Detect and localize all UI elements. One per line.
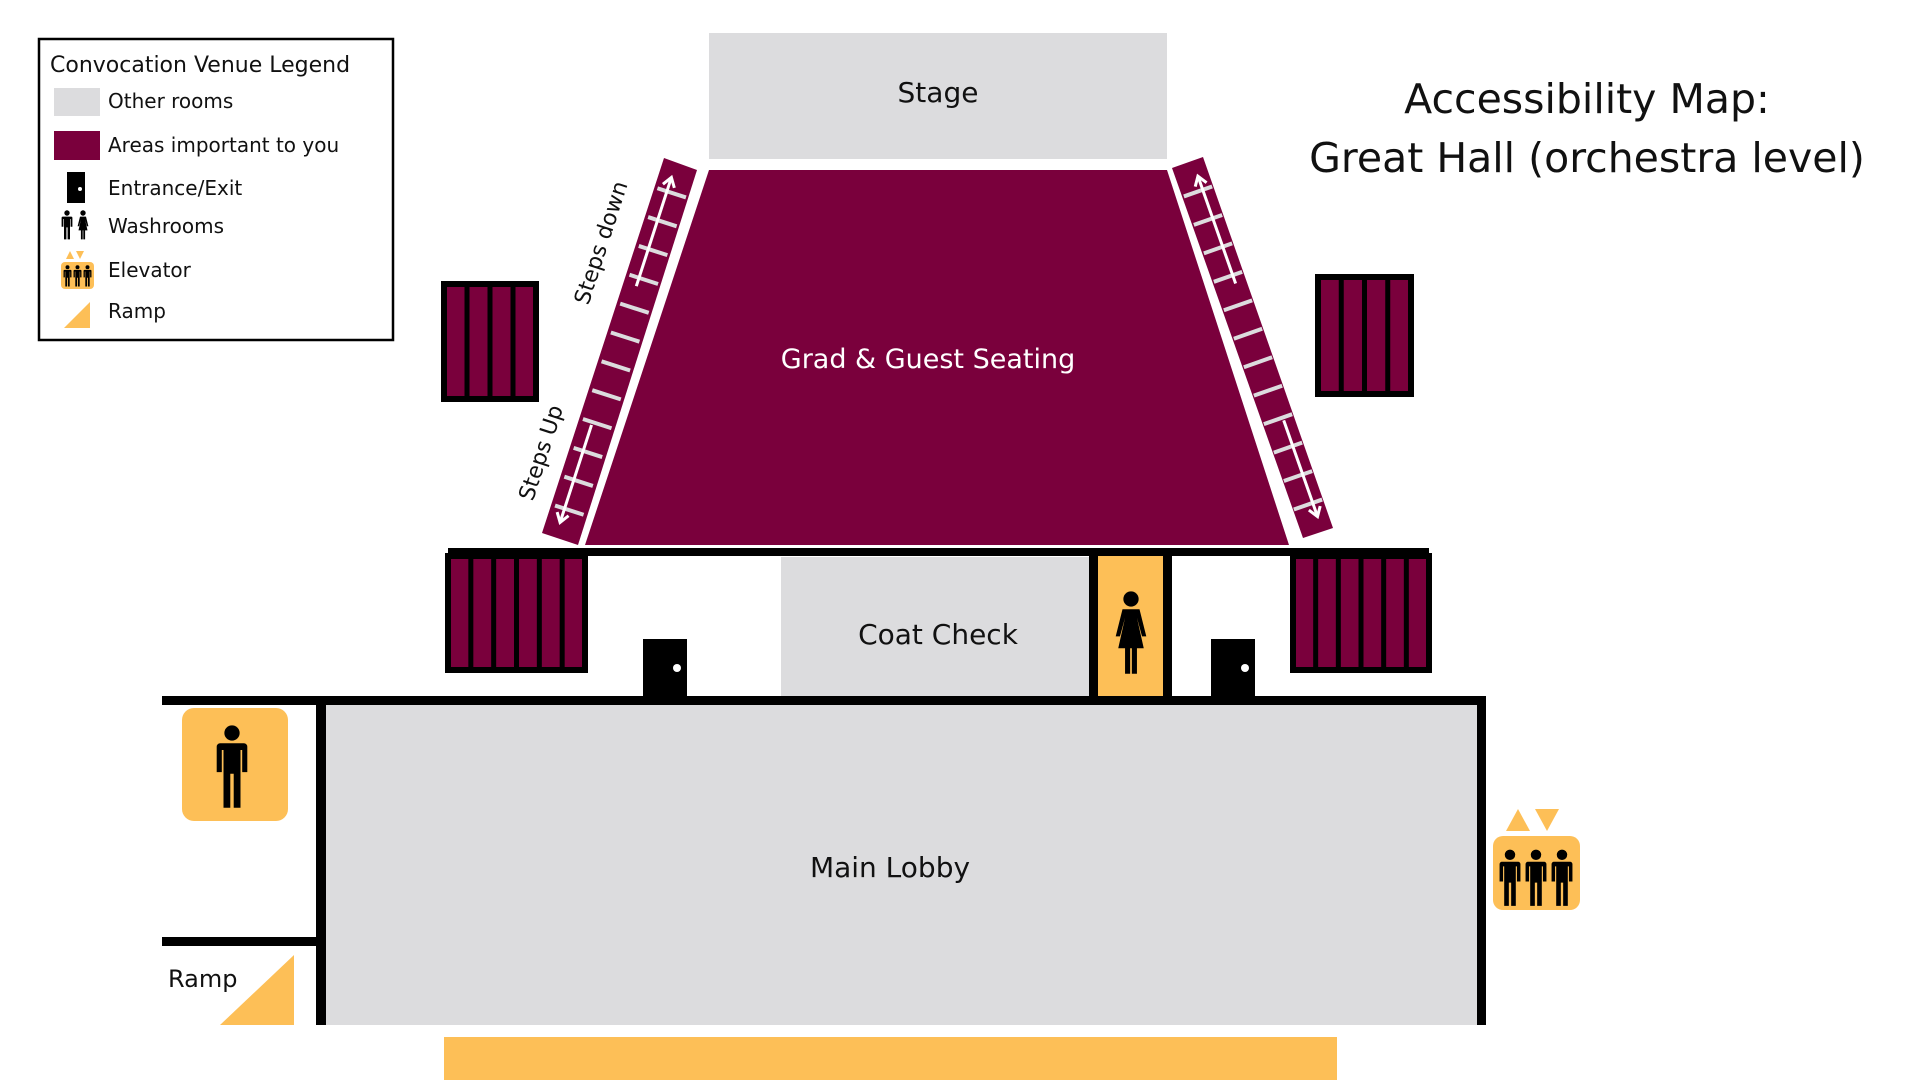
main-lobby-label: Main Lobby — [810, 851, 970, 884]
step-rung — [591, 388, 622, 402]
step-rung — [582, 417, 613, 431]
step-rung — [638, 244, 668, 258]
legend-label: Entrance/Exit — [108, 176, 242, 200]
step-rung — [554, 503, 585, 517]
step-rung — [600, 359, 631, 373]
seating-block[interactable] — [1315, 274, 1414, 397]
step-rung — [628, 272, 659, 286]
gray-swatch-icon — [54, 88, 100, 116]
step-rung — [1273, 440, 1303, 455]
elevator-icon — [61, 251, 94, 289]
entrance-exit-door[interactable] — [1211, 639, 1255, 701]
stage[interactable]: Stage — [709, 33, 1167, 159]
maroon-swatch-icon — [54, 131, 100, 160]
step-rung — [563, 474, 594, 488]
mens-washroom[interactable] — [182, 708, 288, 821]
right-aisle-steps[interactable] — [1172, 157, 1333, 538]
legend-label: Other rooms — [108, 89, 233, 113]
entrance-exit-door[interactable] — [643, 639, 687, 701]
legend-title: Convocation Venue Legend — [50, 53, 350, 78]
arrow-icon — [1282, 419, 1319, 518]
ramp-icon — [64, 302, 90, 328]
step-rung — [1223, 298, 1253, 313]
coat-check-label: Coat Check — [858, 618, 1019, 651]
map-title-line2: Great Hall (orchestra level) — [1309, 134, 1865, 182]
step-rung — [1293, 497, 1323, 512]
arrow-icon — [558, 424, 593, 523]
step-rung — [1213, 269, 1243, 284]
elevator[interactable] — [1493, 809, 1580, 910]
legend-label: Elevator — [108, 258, 192, 282]
door-icon — [67, 172, 85, 203]
step-rung — [656, 186, 687, 200]
left-aisle-steps[interactable] — [542, 158, 697, 545]
step-rung — [1193, 213, 1223, 227]
step-rung — [1233, 326, 1263, 341]
seating-block[interactable] — [441, 281, 539, 402]
coat-check[interactable]: Coat Check — [781, 557, 1089, 696]
step-rung — [1243, 355, 1273, 370]
legend-label: Areas important to you — [108, 133, 339, 157]
entrance-walkway — [444, 1037, 1337, 1080]
stage-label: Stage — [898, 76, 979, 109]
wall — [162, 696, 1485, 705]
legend-label: Ramp — [108, 299, 166, 323]
seating-label: Grad & Guest Seating — [781, 344, 1075, 375]
step-rung — [647, 215, 678, 229]
step-rung — [619, 301, 650, 315]
wall — [448, 548, 1429, 556]
wall — [162, 937, 322, 946]
step-rung — [1203, 241, 1233, 256]
step-rung — [1263, 412, 1293, 427]
legend-label: Washrooms — [108, 214, 224, 238]
ramp-icon — [220, 955, 294, 1025]
ramp-label: Ramp — [168, 965, 237, 993]
seating-block[interactable] — [1290, 553, 1432, 673]
map-title-line1: Accessibility Map: — [1404, 75, 1770, 123]
legend: Convocation Venue Legend Other rooms Are… — [37, 37, 395, 342]
womens-washroom[interactable] — [1089, 552, 1172, 698]
main-lobby[interactable]: Main Lobby — [321, 704, 1481, 1025]
step-rung — [610, 330, 641, 344]
step-rung — [573, 445, 603, 459]
wall — [1477, 696, 1486, 1025]
grad-guest-seating[interactable]: Grad & Guest Seating — [585, 170, 1289, 545]
seating-block[interactable] — [445, 553, 588, 673]
arrow-icon — [634, 177, 673, 287]
arrow-icon — [1196, 175, 1238, 284]
ramp[interactable]: Ramp — [168, 955, 294, 1025]
step-rung — [1253, 383, 1283, 398]
wall — [316, 700, 326, 1025]
step-rung — [1283, 469, 1313, 483]
step-rung — [1183, 184, 1213, 199]
